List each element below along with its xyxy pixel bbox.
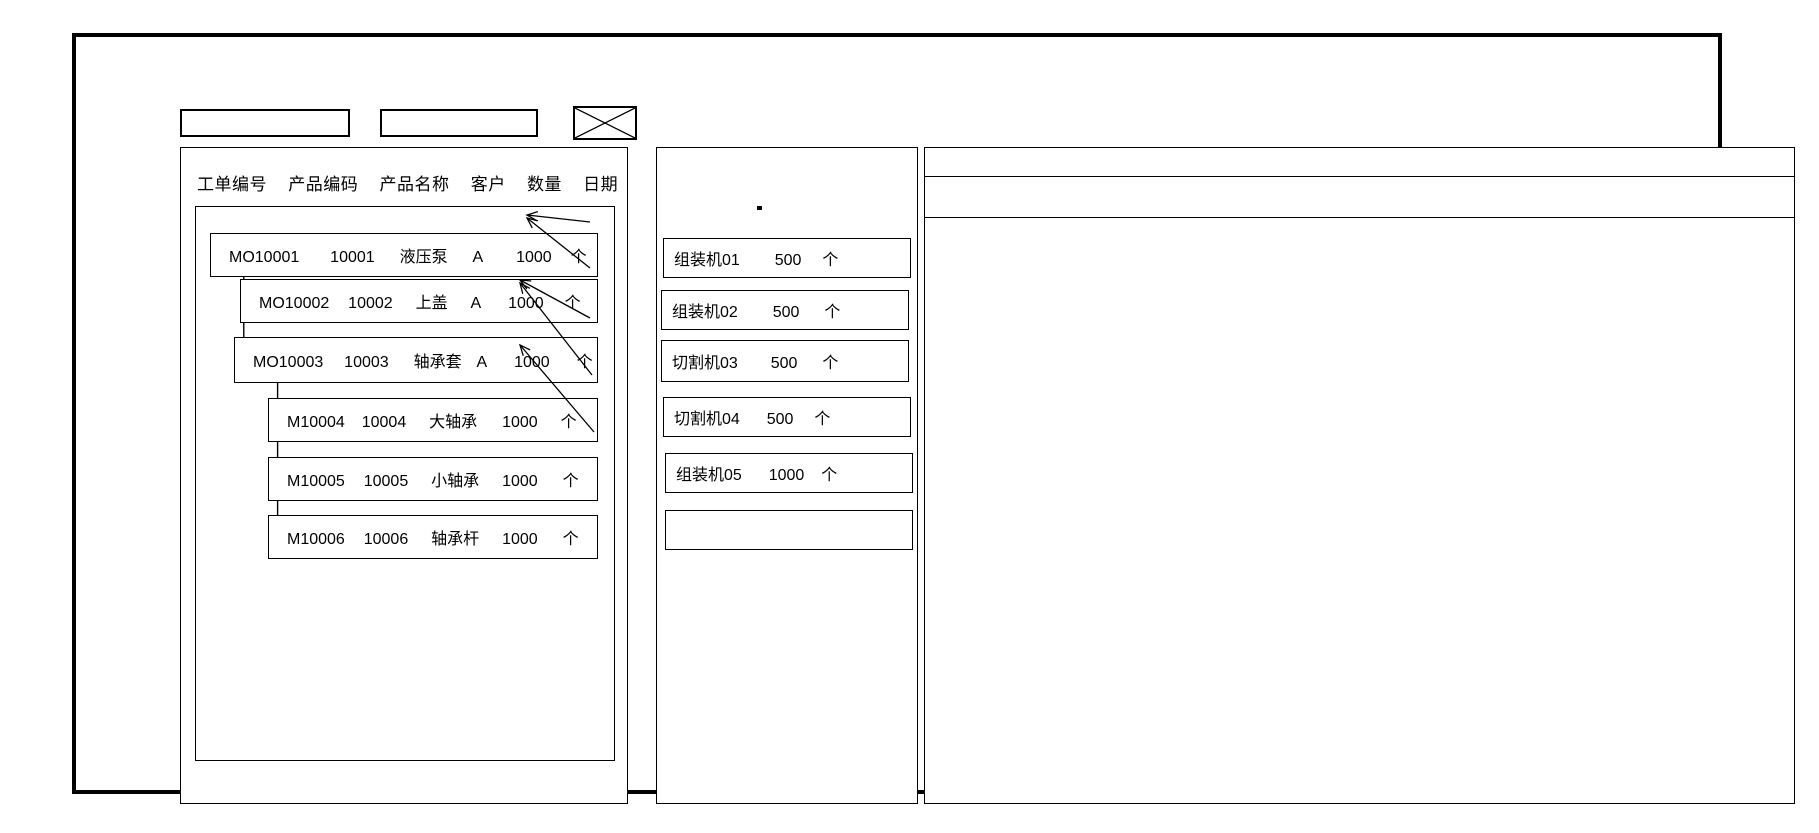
tree-row-product-code: 10002	[348, 295, 393, 312]
machine-qty: 500	[766, 411, 794, 428]
tree-row-product-name: 轴承杆	[431, 531, 480, 548]
machine-row[interactable]: 组装机02 500 个	[661, 290, 909, 330]
column-header-order-no: 工单编号	[197, 175, 267, 194]
tree-row-customer: A	[470, 295, 482, 312]
tree-row[interactable]: MO10003 10003 轴承套 A 1000 个	[234, 337, 598, 383]
machine-name: 组装机02	[672, 304, 738, 321]
tree-row-product-name: 大轴承	[429, 414, 478, 431]
tree-row-qty: 1000	[502, 531, 538, 548]
machine-qty: 500	[772, 304, 800, 321]
tree-row-order-no: MO10002	[259, 295, 330, 312]
machine-unit: 个	[824, 304, 841, 321]
toolbar-button-1[interactable]	[180, 109, 350, 137]
tree-row-order-no: M10004	[287, 414, 345, 431]
machine-qty: 1000	[768, 467, 805, 484]
machine-name: 切割机04	[674, 411, 740, 428]
column-header-customer: 客户	[470, 175, 506, 194]
tree-row-product-code: 10003	[344, 354, 389, 371]
tree-row-unit: 个	[564, 295, 581, 312]
tree-row-order-no: M10006	[287, 531, 345, 548]
detail-panel-body	[925, 218, 1794, 803]
tree-row-unit: 个	[562, 473, 579, 490]
toolbar-button-2[interactable]	[380, 109, 538, 137]
machine-row[interactable]: 切割机04 500 个	[663, 397, 911, 437]
tree-row-qty: 1000	[508, 295, 544, 312]
tree-row[interactable]: M10006 10006 轴承杆 1000 个	[268, 515, 598, 559]
tree-row-unit: 个	[562, 531, 579, 548]
tree-row-customer: A	[476, 354, 488, 371]
machine-qty: 500	[770, 355, 798, 372]
machine-unit: 个	[822, 252, 839, 269]
tree-row[interactable]: M10005 10005 小轴承 1000 个	[268, 457, 598, 501]
machine-unit: 个	[821, 467, 838, 484]
machine-row[interactable]: 切割机03 500 个	[661, 340, 909, 382]
machine-qty: 500	[774, 252, 802, 269]
machine-name: 切割机03	[672, 355, 738, 372]
work-order-tree: MO10001 10001 液压泵 A 1000 个	[195, 206, 615, 761]
image-placeholder-icon[interactable]	[573, 106, 637, 140]
machine-row[interactable]: 组装机05 1000 个	[665, 453, 913, 493]
tree-row-order-no: MO10003	[253, 354, 324, 371]
tree-row-product-code: 10001	[330, 249, 375, 266]
machine-unit: 个	[814, 411, 831, 428]
machine-name: 组装机05	[676, 467, 742, 484]
tree-row-unit: 个	[576, 354, 593, 371]
tree-row-unit: 个	[570, 249, 587, 266]
tree-row[interactable]: MO10001 10001 液压泵 A 1000 个	[210, 233, 598, 277]
tree-row-order-no: MO10001	[229, 249, 300, 266]
machine-unit: 个	[822, 355, 839, 372]
window-frame: 工单编号 产品编码 产品名称 客户 数量 日期	[72, 33, 1795, 804]
machine-row[interactable]: 组装机01 500 个	[663, 238, 911, 278]
column-header-date: 日期	[583, 175, 619, 194]
panel-marker-dot	[757, 206, 762, 210]
tree-row-product-code: 10006	[363, 531, 409, 548]
tree-row-qty: 1000	[516, 249, 552, 266]
tree-row-product-name: 液压泵	[399, 249, 448, 266]
machine-schedule-panel: 组装机01 500 个 组装机02 500 个 切割机03	[656, 147, 918, 804]
tree-row-customer: A	[472, 249, 484, 266]
tree-row-product-name: 轴承套	[413, 354, 462, 371]
tree-row-qty: 1000	[514, 354, 550, 371]
work-order-column-headers: 工单编号 产品编码 产品名称 客户 数量 日期	[197, 170, 618, 195]
detail-panel	[924, 147, 1795, 804]
tree-row-product-name: 小轴承	[431, 473, 480, 490]
tree-row[interactable]: M10004 10004 大轴承 1000 个	[268, 398, 598, 442]
tree-row-unit: 个	[560, 414, 577, 431]
machine-name: 组装机01	[674, 252, 740, 269]
work-order-panel: 工单编号 产品编码 产品名称 客户 数量 日期	[180, 147, 628, 804]
tree-row-product-name: 上盖	[415, 295, 448, 312]
tree-row-product-code: 10004	[361, 414, 407, 431]
tree-row-qty: 1000	[502, 414, 538, 431]
column-header-qty: 数量	[526, 175, 562, 194]
machine-row-empty[interactable]	[665, 510, 913, 550]
tree-row-order-no: M10005	[287, 473, 345, 490]
tree-row-qty: 1000	[502, 473, 538, 490]
tree-row[interactable]: MO10002 10002 上盖 A 1000 个	[240, 279, 598, 323]
column-header-product-name: 产品名称	[379, 175, 450, 194]
detail-panel-header	[925, 176, 1794, 218]
column-header-product-code: 产品编码	[288, 175, 359, 194]
tree-row-product-code: 10005	[363, 473, 409, 490]
